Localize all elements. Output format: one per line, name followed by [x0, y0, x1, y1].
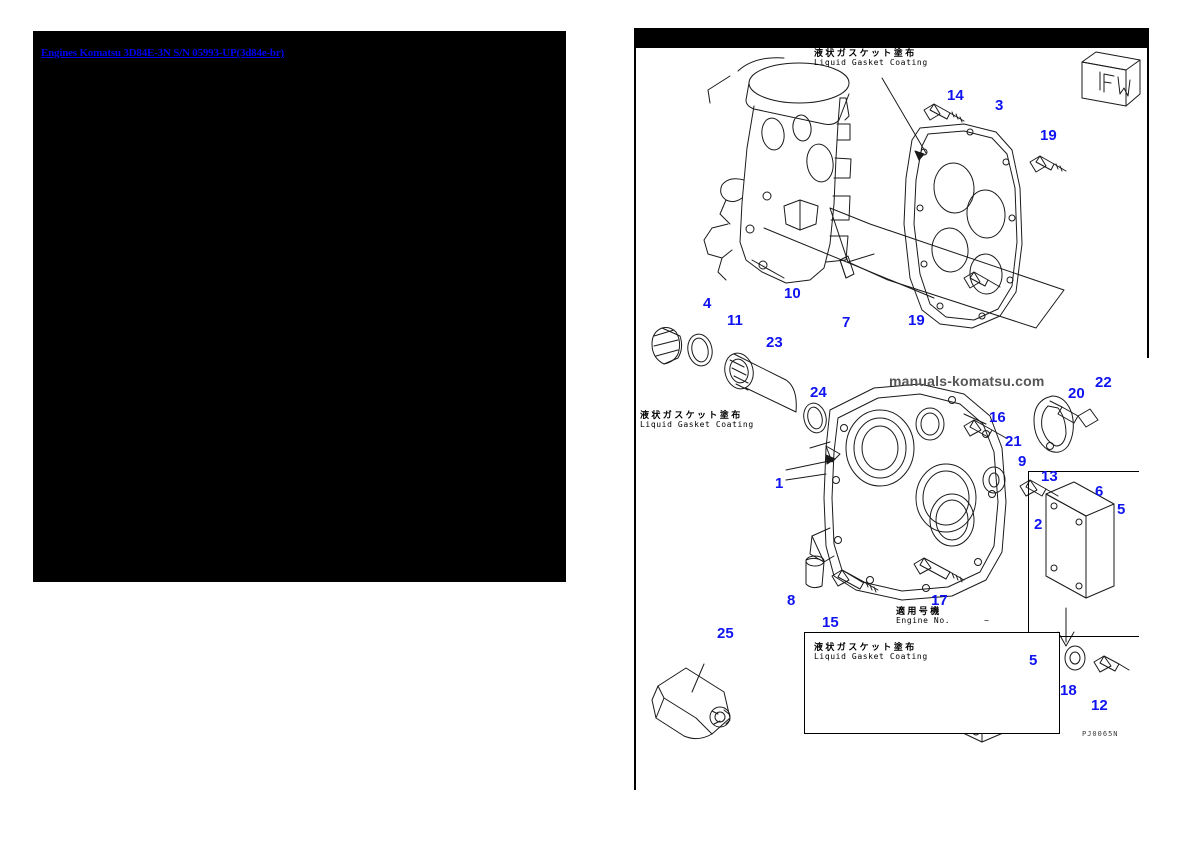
callout-number-12: 12	[1091, 697, 1108, 714]
engine-no-range: ~	[984, 616, 990, 626]
callout-number-18: 18	[1060, 682, 1077, 699]
engine-no-inset-box	[804, 632, 1060, 734]
callout-number-3: 3	[995, 97, 1004, 114]
callout-number-17: 17	[931, 592, 948, 609]
diagram-right-border	[1147, 28, 1149, 358]
callout-number-15: 15	[822, 614, 839, 631]
diagram-header-bar	[634, 28, 1148, 48]
callout-number-1: 1	[775, 475, 784, 492]
callout-number-16: 16	[989, 409, 1006, 426]
callout-number-7: 7	[842, 314, 851, 331]
callout-number-13: 13	[1041, 468, 1058, 485]
engine-no-label: 適用号機 Engine No.~	[896, 607, 990, 626]
annotation-liquid-gasket-coating-mid: 液状ガスケット塗布 Liquid Gasket Coating	[640, 411, 754, 430]
callout-number-5: 5	[1117, 501, 1126, 518]
callout-number-4: 4	[703, 295, 712, 312]
callout-number-10: 10	[784, 285, 801, 302]
callout-number-14: 14	[947, 87, 964, 104]
callout-number-5: 5	[1029, 652, 1038, 669]
callout-number-23: 23	[766, 334, 783, 351]
callout-number-9: 9	[1018, 453, 1027, 470]
callout-number-8: 8	[787, 592, 796, 609]
callout-number-2: 2	[1034, 516, 1043, 533]
diagram-left-border	[634, 28, 636, 790]
callout-number-24: 24	[810, 384, 827, 401]
callout-number-22: 22	[1095, 374, 1112, 391]
callout-number-20: 20	[1068, 385, 1085, 402]
callout-number-6: 6	[1095, 483, 1104, 500]
side-cover-detail-box	[1028, 471, 1139, 637]
figure-code: PJ0065N	[1082, 730, 1119, 738]
callout-number-19: 19	[908, 312, 925, 329]
callout-number-19: 19	[1040, 127, 1057, 144]
annotation-liquid-gasket-coating-top: 液状ガスケット塗布 Liquid Gasket Coating	[814, 49, 928, 68]
callout-number-25: 25	[717, 625, 734, 642]
callout-number-21: 21	[1005, 433, 1022, 450]
callout-number-11: 11	[727, 312, 743, 329]
document-viewer-panel[interactable]: Engines Komatsu 3D84E-3N S/N 05993-UP(3d…	[33, 31, 566, 582]
parts-diagram-panel: 液状ガスケット塗布 Liquid Gasket Coating 液状ガスケット塗…	[634, 28, 1149, 790]
site-watermark: manuals-komatsu.com	[889, 373, 1045, 389]
document-title-link[interactable]: Engines Komatsu 3D84E-3N S/N 05993-UP(3d…	[41, 47, 284, 59]
annotation-liquid-gasket-coating-inset: 液状ガスケット塗布 Liquid Gasket Coating	[814, 643, 928, 662]
